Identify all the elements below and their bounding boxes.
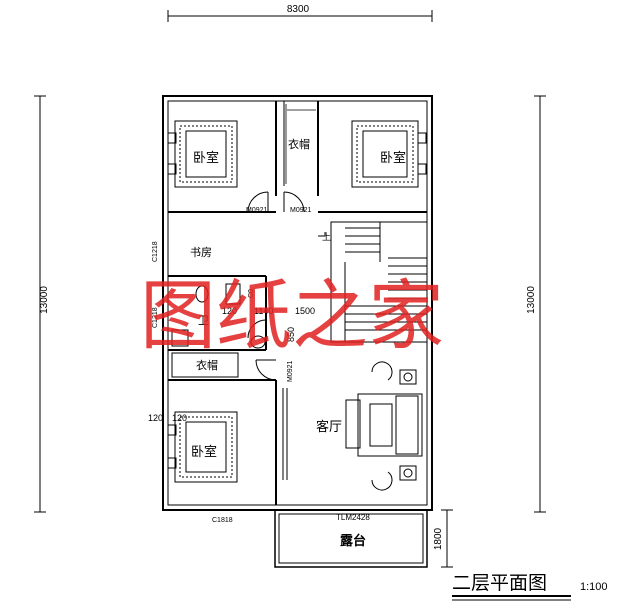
- door-code-right: M0921: [290, 207, 312, 214]
- title-block: 二层平面图 1:100: [452, 572, 608, 601]
- door-code-left: M0921: [246, 207, 268, 214]
- plan-title: 二层平面图: [452, 572, 547, 594]
- bath-dim-d: 850: [286, 327, 296, 342]
- bed-top-left: [167, 120, 238, 188]
- left-height-dimension: 13000: [39, 286, 50, 314]
- closet-label-bottom: 衣帽: [196, 358, 218, 372]
- bath-dim-b: 1140: [254, 306, 273, 316]
- window-code-study: C1218: [152, 241, 159, 262]
- door-code-terrace: TLM2428: [336, 513, 370, 522]
- study-label: 书房: [190, 246, 212, 259]
- living-room-label: 客厅: [316, 419, 342, 435]
- plan-scale: 1:100: [580, 581, 608, 593]
- top-width-dimension: 8300: [287, 4, 310, 15]
- staircase: [318, 221, 427, 342]
- door-swings: [247, 191, 305, 381]
- bathroom-fixtures: [171, 283, 266, 349]
- window-code-bedroom-bottom: C1818: [212, 517, 233, 524]
- sofa-set: [345, 361, 423, 491]
- balcony-depth-dimension: 1800: [433, 527, 444, 550]
- terrace-label: 露台: [340, 533, 366, 549]
- bed-top-right: [351, 120, 427, 188]
- bed-bottom-left: [167, 411, 238, 483]
- bath-dim-a: 120: [222, 306, 237, 316]
- closet-label-top: 衣帽: [288, 137, 310, 151]
- wall-dim-left-a: 120: [148, 413, 163, 423]
- closet-top-shelving: [285, 104, 316, 184]
- dimension-lines: [34, 10, 546, 568]
- window-code-bath: C1218: [152, 307, 159, 328]
- bedroom-label-top-left: 卧室: [193, 150, 219, 166]
- right-height-dimension: 13000: [526, 286, 537, 314]
- stair-up-label: 上: [322, 232, 331, 243]
- wall-dim-left-b: 120: [172, 413, 187, 423]
- bedroom-label-bottom-left: 卧室: [191, 444, 217, 460]
- bedroom-label-top-right: 卧室: [380, 150, 406, 166]
- bathroom-label: 卫: [198, 314, 209, 327]
- door-code-living: M0921: [287, 360, 294, 382]
- watermark: 图纸之家: [140, 271, 444, 360]
- door-code-bath: C0: [248, 289, 255, 298]
- bath-dim-c: 1500: [295, 306, 315, 316]
- terrace-outline: [274, 509, 428, 568]
